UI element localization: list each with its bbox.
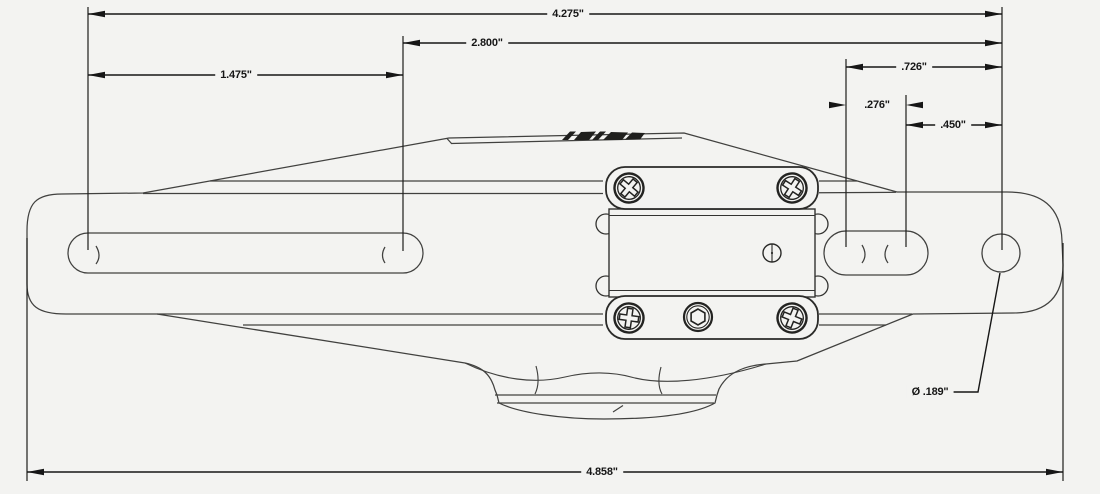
extension-lines: [26, 7, 1064, 481]
engraved-logo-icon: [562, 131, 645, 140]
saddle-module: [595, 166, 829, 340]
dimension-top-overall: [88, 10, 1002, 18]
module-top-bar: [605, 166, 819, 210]
dimension-right-slot-centers: [829, 101, 923, 109]
set-screw: [762, 243, 782, 263]
dimension-bottom-overall: [27, 468, 1063, 476]
dim-label-top-overall: 4.275": [547, 6, 589, 22]
dim-label-hole-diameter: Ø .189": [906, 384, 954, 400]
dimension-lines: [27, 10, 1063, 476]
left-mounting-slot: [67, 232, 424, 274]
module-plate: [608, 208, 816, 298]
hole-leader-line: [949, 272, 1001, 393]
dim-label-right-slot-centers: .276": [859, 97, 895, 113]
body-outline: [26, 132, 1064, 420]
dim-label-left-slot: 1.475": [215, 67, 257, 83]
hex-screw: [682, 301, 714, 333]
mounting-hole: [981, 233, 1021, 273]
dim-label-bottom-overall: 4.858": [581, 464, 623, 480]
bottom-spout: [464, 362, 767, 413]
dim-label-slot-to-hole: .450": [935, 117, 971, 133]
dim-label-top-to-right-edge: 2.800": [466, 35, 508, 51]
right-mounting-slot: [823, 230, 929, 276]
dim-label-right-cluster-outer: .726": [896, 59, 932, 75]
